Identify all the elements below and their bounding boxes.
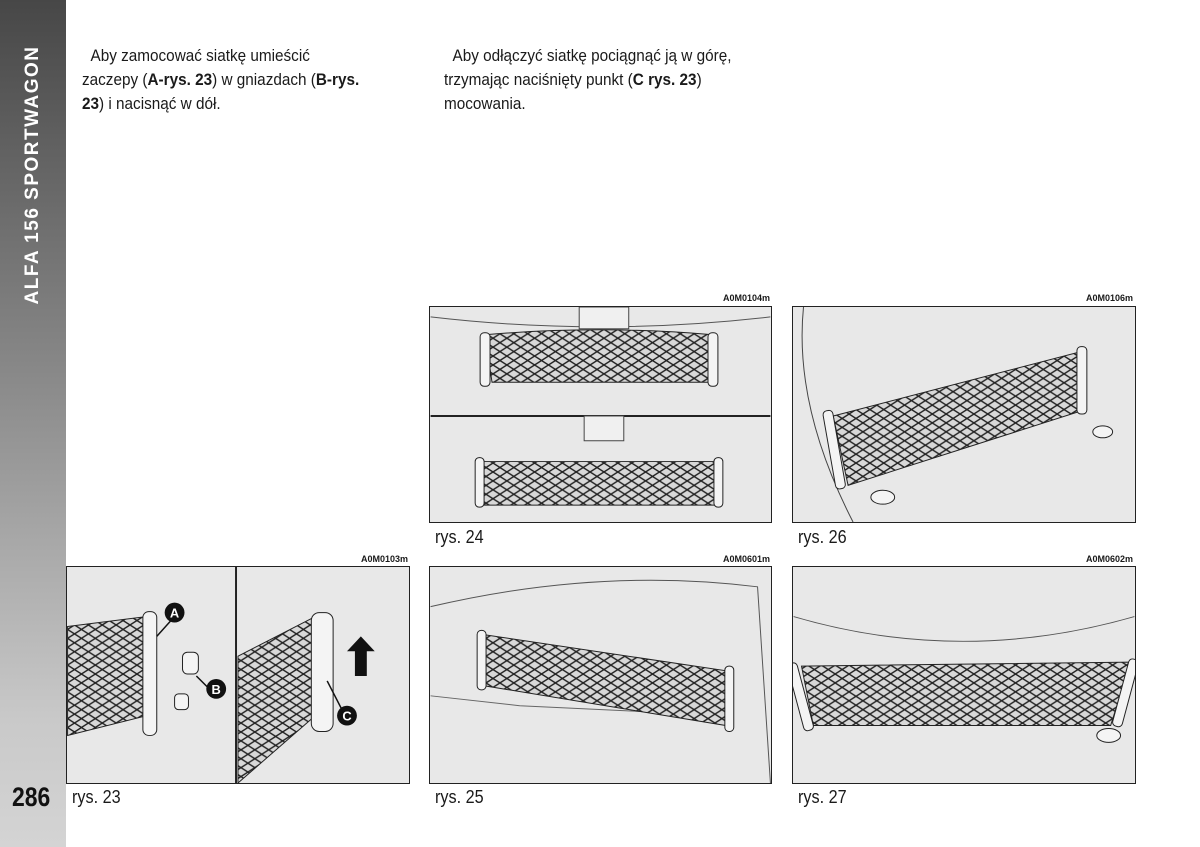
callout-a-label: A bbox=[170, 606, 179, 621]
page-number: 286 bbox=[12, 782, 51, 812]
figure-code: A0M0104m bbox=[722, 293, 770, 303]
callout-b bbox=[206, 678, 227, 699]
callout-c bbox=[337, 705, 357, 726]
figure-26 bbox=[792, 306, 1136, 523]
figure-24 bbox=[429, 306, 772, 523]
sidebar-band: ALFA 156 SPORTWAGON bbox=[0, 0, 66, 847]
figure-25 bbox=[429, 566, 772, 784]
figure-code: A0M0103m bbox=[360, 554, 408, 564]
figure-caption: rys. 23 bbox=[72, 787, 121, 807]
figure-code: A0M0601m bbox=[722, 554, 770, 564]
figure-27 bbox=[792, 566, 1136, 784]
figure-caption: rys. 25 bbox=[435, 787, 484, 807]
sidebar-title: ALFA 156 SPORTWAGON bbox=[22, 45, 43, 305]
paragraph-detach: Aby odłączyć siatkę pociągnąć ją w górę,… bbox=[444, 46, 732, 113]
figure-code: A0M0106m bbox=[1085, 293, 1133, 303]
figure-code: A0M0602m bbox=[1085, 554, 1133, 564]
figure-caption: rys. 27 bbox=[798, 787, 847, 807]
callout-b-label: B bbox=[212, 682, 221, 697]
callout-a bbox=[164, 602, 185, 623]
figure-caption: rys. 24 bbox=[435, 527, 484, 547]
figure-caption: rys. 26 bbox=[798, 527, 847, 547]
figure-23: A B C bbox=[66, 566, 410, 784]
paragraph-attach: Aby zamocować siatkę umieścić zaczepy (A… bbox=[82, 46, 360, 113]
callout-c-label: C bbox=[342, 709, 351, 724]
